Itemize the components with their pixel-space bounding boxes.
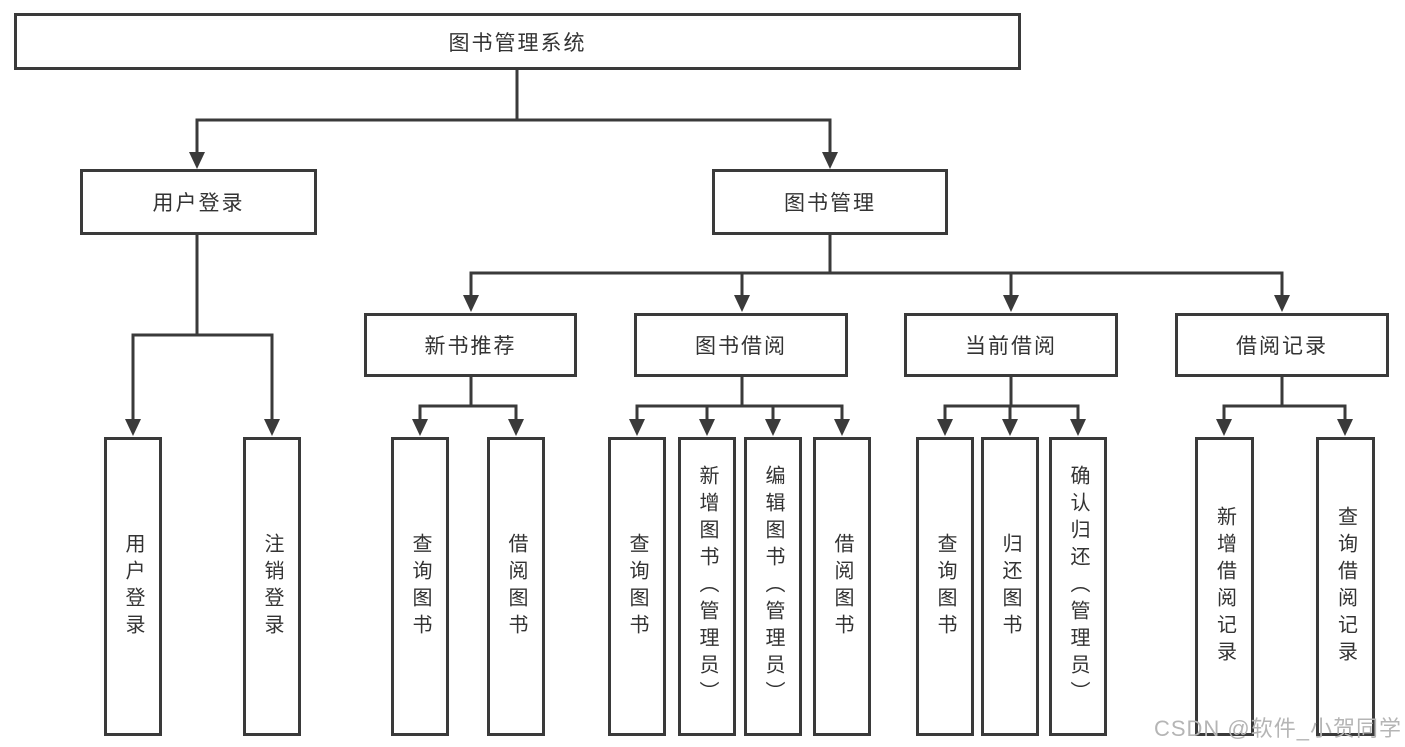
node-leaf-edit-book-admin: 编辑图书（管理员） [744, 437, 802, 736]
node-label: 查询图书 [934, 532, 956, 641]
node-leaf-borrow-book-2: 借阅图书 [813, 437, 871, 736]
node-label: 编辑图书（管理员） [762, 465, 784, 708]
node-current-borrow: 当前借阅 [904, 313, 1118, 377]
node-label: 用户登录 [122, 532, 144, 641]
node-leaf-user-login: 用户登录 [104, 437, 162, 736]
node-leaf-logout: 注销登录 [243, 437, 301, 736]
node-label: 图书借阅 [695, 335, 787, 358]
connector-segments [131, 68, 1347, 420]
node-leaf-query-book-1: 查询图书 [391, 437, 449, 736]
node-label: 新增借阅记录 [1213, 505, 1236, 668]
node-label: 查询借阅记录 [1334, 505, 1357, 668]
node-user-login-module: 用户登录 [80, 169, 317, 235]
node-leaf-borrow-book-1: 借阅图书 [487, 437, 545, 736]
node-book-management-module: 图书管理 [712, 169, 948, 235]
node-label: 查询图书 [409, 532, 431, 641]
node-label: 图书管理 [784, 192, 876, 215]
node-root-label: 图书管理系统 [448, 31, 587, 55]
node-label: 借阅图书 [831, 532, 853, 641]
node-label: 注销登录 [261, 532, 283, 641]
node-leaf-query-borrow-record: 查询借阅记录 [1316, 437, 1375, 736]
node-label: 新增图书（管理员） [696, 465, 718, 708]
node-label: 归还图书 [999, 532, 1021, 641]
node-leaf-add-borrow-record: 新增借阅记录 [1195, 437, 1254, 736]
csdn-watermark: CSDN @软件_小贺同学 [1153, 716, 1402, 741]
node-label: 借阅记录 [1236, 335, 1328, 358]
node-new-book-recommend: 新书推荐 [364, 313, 577, 377]
node-borrow-records: 借阅记录 [1175, 313, 1389, 377]
node-leaf-return-book: 归还图书 [981, 437, 1039, 736]
node-leaf-query-book-3: 查询图书 [916, 437, 974, 736]
node-leaf-confirm-return-admin: 确认归还（管理员） [1049, 437, 1107, 736]
node-label: 借阅图书 [505, 532, 527, 641]
node-label: 新书推荐 [424, 335, 517, 358]
node-label: 查询图书 [626, 532, 648, 641]
node-leaf-add-book-admin: 新增图书（管理员） [678, 437, 736, 736]
node-book-borrow: 图书借阅 [634, 313, 848, 377]
node-label: 当前借阅 [965, 335, 1057, 358]
node-label: 用户登录 [152, 192, 245, 215]
node-leaf-query-book-2: 查询图书 [608, 437, 666, 736]
node-label: 确认归还（管理员） [1067, 465, 1089, 708]
node-root-system: 图书管理系统 [14, 13, 1021, 70]
arrowhead-icons [125, 152, 1353, 436]
